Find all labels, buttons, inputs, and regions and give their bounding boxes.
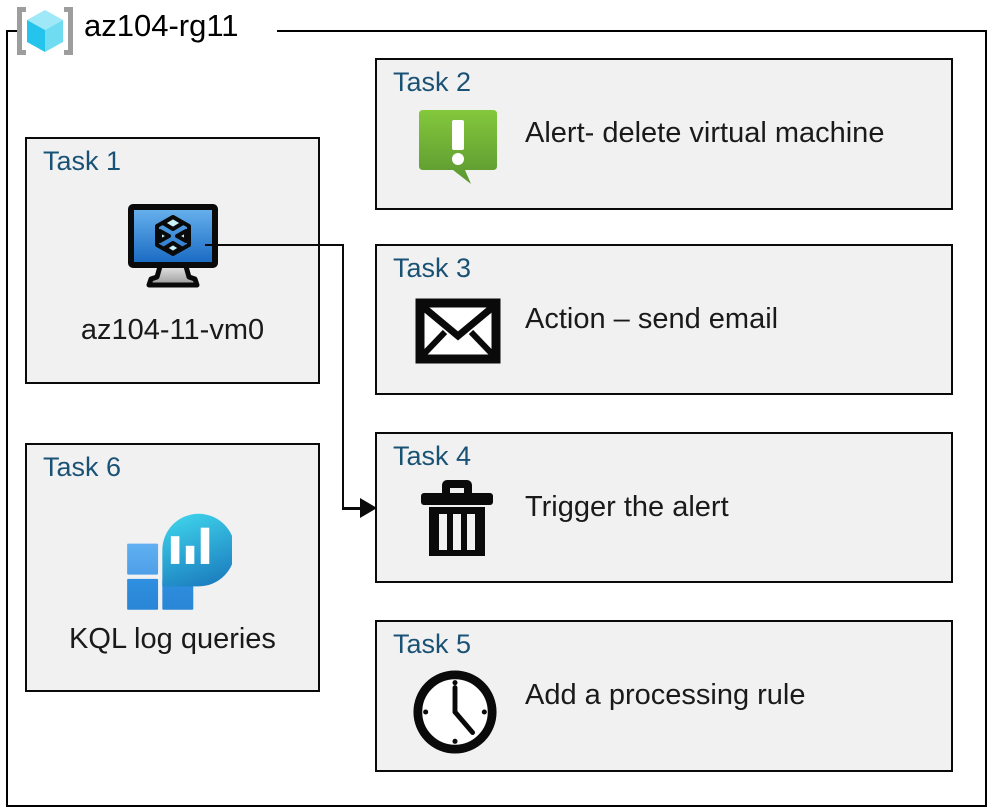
connector-arrowhead-icon [360, 498, 377, 518]
task-box-5[interactable]: Task 5 Add a processing rule [375, 620, 953, 772]
alert-bubble-icon [419, 110, 497, 184]
task-5-label: Task 5 [393, 629, 472, 659]
task-6-label: Task 6 [43, 452, 122, 482]
task-6-caption: KQL log queries [69, 623, 276, 655]
task-1-label: Task 1 [43, 146, 122, 176]
resource-group-title: az104-rg11 [84, 8, 239, 43]
resource-group-border-top-left-stub [6, 30, 20, 32]
resource-group-border-left [6, 30, 8, 807]
connector-segment-vertical [342, 244, 344, 509]
task-4-caption: Trigger the alert [525, 491, 729, 523]
task-2-label: Task 2 [393, 67, 472, 97]
task-5-caption: Add a processing rule [525, 679, 806, 711]
task-box-1[interactable]: Task 1 [25, 137, 320, 384]
connector-segment-horizontal-top [205, 244, 344, 246]
task-2-caption: Alert- delete virtual machine [525, 117, 885, 149]
resource-group-border-bottom [6, 805, 987, 807]
task-4-label: Task 4 [393, 441, 472, 471]
envelope-icon [415, 298, 501, 364]
resource-group-border-top [277, 30, 987, 32]
virtual-machine-icon [127, 204, 218, 288]
task-1-caption: az104-11-vm0 [80, 314, 265, 346]
task-box-3[interactable]: Task 3 Action – send email [375, 244, 953, 395]
trash-icon [421, 480, 493, 556]
resource-group-border-right [985, 30, 987, 807]
resource-group-icon [17, 7, 73, 55]
task-box-2[interactable]: Task 2 Alert- delete virtual machine [375, 58, 953, 210]
task-3-label: Task 3 [393, 253, 472, 283]
connector-segment-horizontal-bottom [342, 507, 366, 510]
task-box-6[interactable]: Task 6 [25, 443, 320, 692]
clock-icon [413, 670, 497, 754]
task-box-4[interactable]: Task 4 Trigger the alert [375, 432, 953, 583]
task-3-caption: Action – send email [525, 303, 779, 335]
log-analytics-icon [126, 513, 232, 610]
